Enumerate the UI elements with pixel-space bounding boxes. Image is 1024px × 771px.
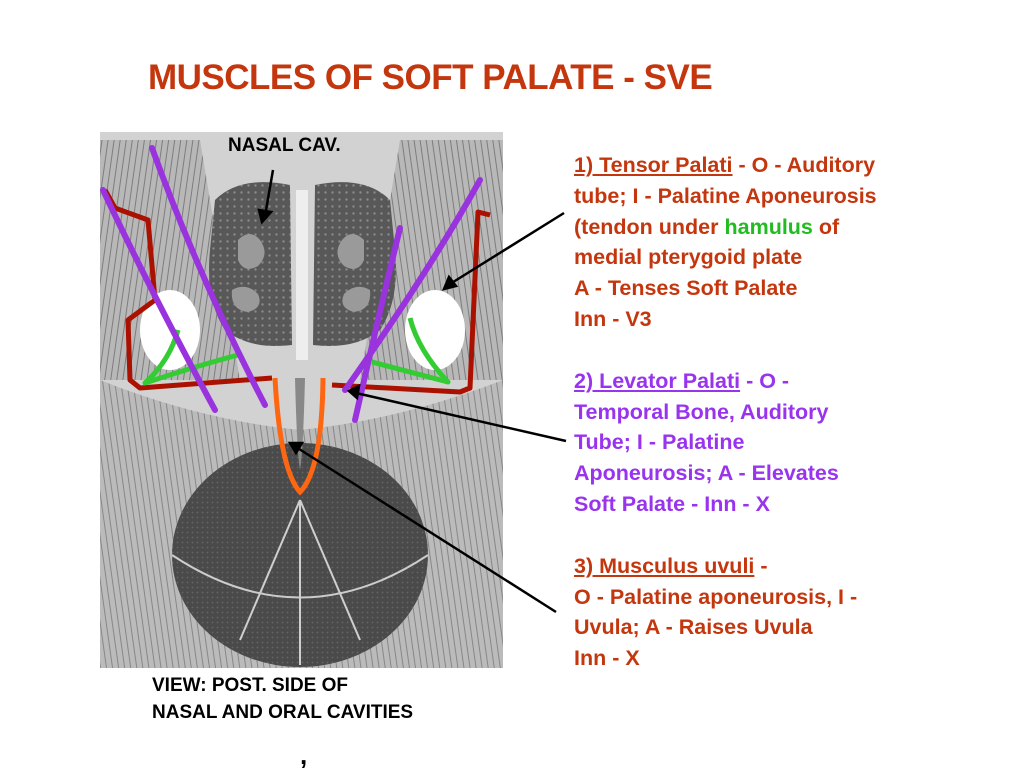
levator-line5: Soft Palate - Inn - X: [574, 491, 770, 516]
levator-palati-name: 2) Levator Palati: [574, 368, 741, 393]
uvuli-arrowhead: [287, 441, 305, 456]
levator-palati-note: 2) Levator Palati - O - Temporal Bone, A…: [574, 366, 1014, 520]
tensor-line2: tube; I - Palatine Aponeurosis: [574, 183, 877, 208]
tensor-palati-note: 1) Tensor Palati - O - Auditory tube; I …: [574, 150, 1014, 335]
nasal-cavity-arrowhead: [257, 208, 274, 225]
view-caption-line1: VIEW: POST. SIDE OF: [152, 675, 349, 696]
stray-mark: ,: [300, 740, 308, 770]
tensor-line6: Inn - V3: [574, 306, 652, 331]
tensor-line1: - O - Auditory: [732, 153, 876, 177]
levator-line3: Tube; I - Palatine: [574, 430, 745, 455]
pointer-arrows: [257, 169, 567, 614]
tensor-line3-pre: (tendon under: [574, 214, 725, 239]
nasal-cavity-structures: [209, 182, 396, 360]
levator-arrowhead: [346, 383, 361, 401]
levator-line4: Aponeurosis; A - Elevates: [574, 461, 839, 486]
musculus-uvuli-outline: [272, 377, 326, 496]
tensor-palati-name: 1) Tensor Palati: [574, 153, 733, 177]
uvuli-line3: Uvula; A - Raises Uvula: [574, 615, 813, 640]
hamulus-term: hamulus: [724, 214, 813, 239]
tensor-palati-outline: [102, 188, 491, 395]
page-title: MUSCLES OF SOFT PALATE - SVE: [148, 58, 713, 97]
right-pharyngeal-recess: [405, 290, 465, 370]
uvula: [295, 378, 305, 470]
uvuli-line2: O - Palatine aponeurosis, I -: [574, 584, 858, 609]
levator-line1: - O -: [740, 368, 790, 393]
view-caption-line2: NASAL AND ORAL CAVITIES: [152, 702, 414, 723]
uvuli-line4: Inn - X: [574, 646, 640, 671]
tensor-arrowhead: [441, 274, 459, 291]
musculus-uvuli-note: 3) Musculus uvuli - O - Palatine aponeur…: [574, 551, 1014, 674]
tensor-line3-post: of: [812, 214, 840, 239]
levator-line2: Temporal Bone, Auditory: [574, 399, 829, 424]
tensor-line4: medial pterygoid plate: [574, 245, 803, 270]
nasal-cavity-label: NASAL CAV.: [228, 135, 341, 156]
muscle-notes: 1) Tensor Palati - O - Auditory tube; I …: [574, 150, 1014, 705]
uvuli-line1: -: [754, 553, 768, 578]
musculus-uvuli-name: 3) Musculus uvuli: [574, 553, 755, 578]
hamulus-outline: [142, 317, 451, 386]
tensor-line5: A - Tenses Soft Palate: [574, 276, 798, 301]
